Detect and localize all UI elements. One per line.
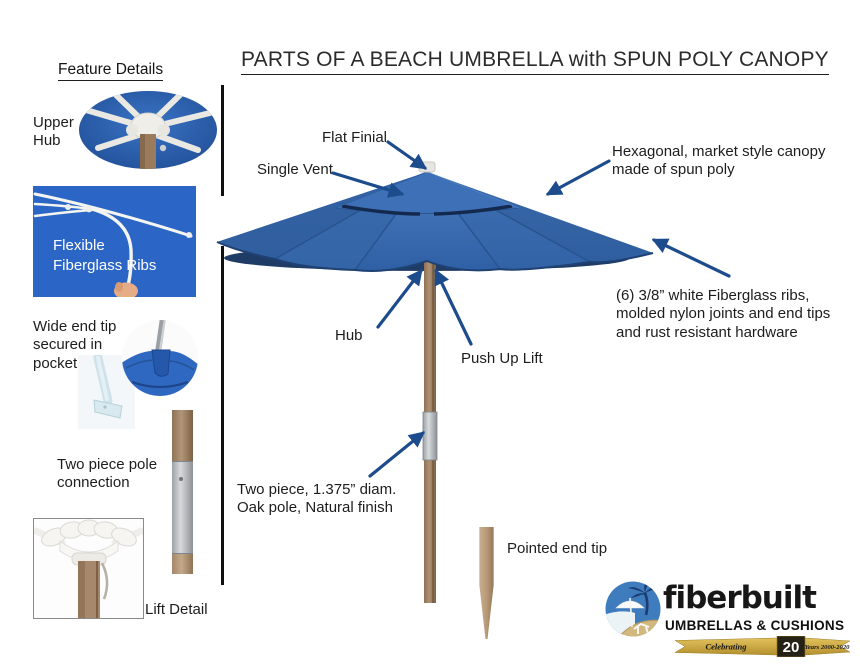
pole-wood-lower	[172, 554, 193, 574]
single-vent-label: Single Vent	[257, 161, 333, 178]
vertical-divider	[221, 85, 224, 196]
push-up-lift-label: Push Up Lift	[461, 350, 543, 367]
lift-detail-graphic	[34, 519, 143, 618]
wide-end-tip-label: Wide end tip secured in pocket	[33, 318, 117, 372]
lift-detail-photo	[33, 518, 144, 619]
vent-layer	[335, 172, 519, 214]
feature-details-heading: Feature Details	[58, 61, 164, 81]
flat-finial-label: Flat Finial	[322, 129, 388, 146]
flexible-ribs-graphic	[33, 186, 196, 297]
ribbon-years-text: Years 2000-2020	[805, 644, 851, 651]
hub-label: Hub	[335, 327, 363, 344]
canopy-label: Hexagonal, market style canopy made of s…	[612, 143, 826, 179]
fiberbuilt-logo-icon	[605, 581, 661, 637]
screw-dot	[179, 477, 183, 481]
ribs-label: (6) 3/8” white Fiberglass ribs, molded n…	[616, 287, 831, 341]
ribbon-years-number: 20	[783, 639, 800, 656]
pocket-photo	[122, 320, 198, 396]
ribbon-celebrating-text: Celebrating	[705, 642, 747, 652]
pointed-end-tip-label: Pointed end tip	[507, 540, 608, 557]
flexible-ribs-photo: Flexible Fiberglass Ribs	[33, 186, 196, 297]
pole-connector	[422, 411, 438, 461]
pole-wood-upper	[172, 410, 193, 461]
brand-tagline: UMBRELLAS & CUSHIONS	[665, 618, 845, 633]
beach-umbrella-icon	[615, 597, 645, 628]
vent-slit-right	[433, 204, 513, 216]
page-title: PARTS OF A BEACH UMBRELLA with SPUN POLY…	[241, 48, 829, 75]
two-piece-pole-label: Two piece pole connection	[57, 456, 158, 492]
upper-hub-label: Upper Hub	[33, 114, 74, 150]
umbrella-graphic	[216, 161, 654, 603]
lift-detail-label: Lift Detail	[145, 601, 208, 618]
vertical-divider	[221, 246, 224, 585]
pole-aluminum-connector	[172, 461, 193, 554]
upper-hub-photo	[79, 91, 217, 169]
pointed-end-tip-photo	[479, 527, 494, 639]
vent-slit-left	[341, 204, 421, 216]
flexible-ribs-caption: Flexible Fiberglass Ribs	[53, 237, 157, 274]
brand-name: fiberbuilt	[663, 580, 817, 616]
anniversary-ribbon: Celebrating 20 Years 2000-2020	[674, 636, 851, 657]
pole-connection-photo	[172, 410, 193, 574]
pole-label: Two piece, 1.375” diam. Oak pole, Natura…	[237, 481, 397, 517]
flat-finial	[418, 161, 436, 173]
